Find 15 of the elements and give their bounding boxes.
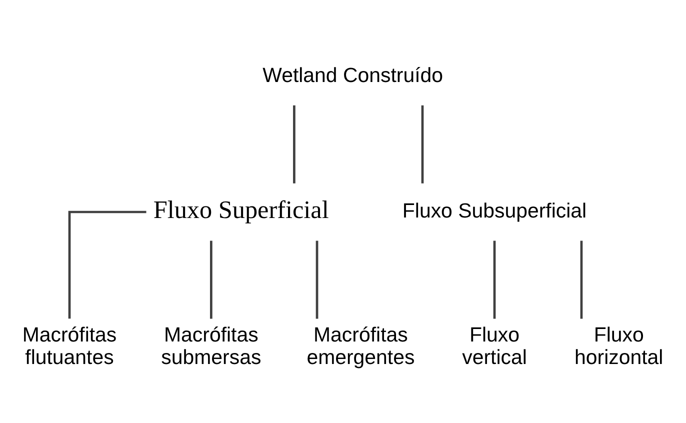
node-text: Fluxo Subsuperficial bbox=[402, 198, 587, 222]
node-text: Macrófitas emergentes bbox=[306, 323, 415, 368]
connector bbox=[493, 240, 496, 318]
connector bbox=[210, 240, 212, 318]
node-text: Macrófitas submersas bbox=[161, 323, 262, 368]
node-text: Fluxo vertical bbox=[462, 323, 527, 368]
node-text: Fluxo horizontal bbox=[574, 323, 664, 368]
node-text: Macrófitas flutuantes bbox=[22, 323, 117, 368]
node-text: Wetland Construído bbox=[262, 63, 444, 86]
node-text: Fluxo Superficial bbox=[153, 196, 329, 224]
connector bbox=[421, 104, 424, 183]
connector bbox=[316, 240, 318, 318]
connector bbox=[68, 210, 146, 318]
connector bbox=[580, 240, 583, 318]
connector bbox=[293, 104, 296, 183]
